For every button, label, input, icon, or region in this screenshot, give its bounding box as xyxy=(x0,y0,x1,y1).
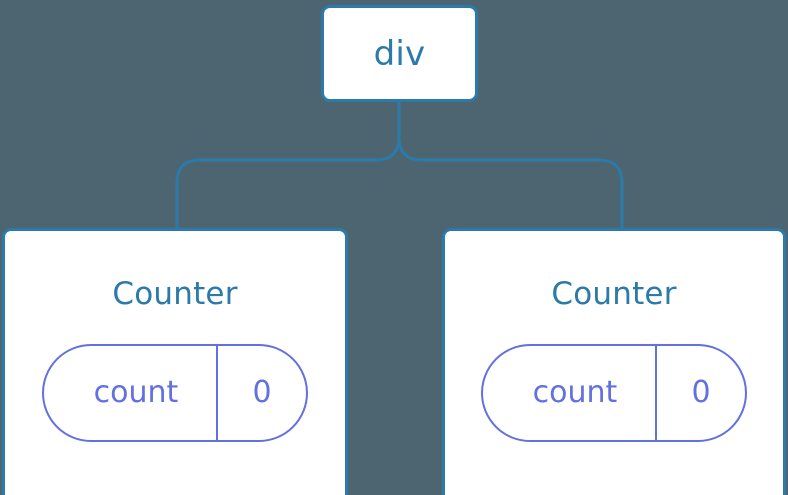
node-div-label: div xyxy=(373,33,426,74)
state-value-counter-1: 0 xyxy=(216,346,306,440)
state-pill-counter-2[interactable]: count 0 xyxy=(481,344,747,442)
node-counter-2-label: Counter xyxy=(551,276,677,312)
node-counter-1-label: Counter xyxy=(112,276,238,312)
connector-root-to-right-counter xyxy=(397,99,624,230)
state-key-counter-1: count xyxy=(93,375,179,410)
node-counter-2[interactable]: Counter count 0 xyxy=(442,228,786,495)
state-value-counter-2: 0 xyxy=(655,346,745,440)
connector-root-to-left-counter xyxy=(175,99,401,230)
node-counter-1[interactable]: Counter count 0 xyxy=(2,228,348,495)
state-key-counter-2: count xyxy=(532,375,618,410)
state-pill-counter-1[interactable]: count 0 xyxy=(42,344,308,442)
node-div[interactable]: div xyxy=(321,5,478,102)
